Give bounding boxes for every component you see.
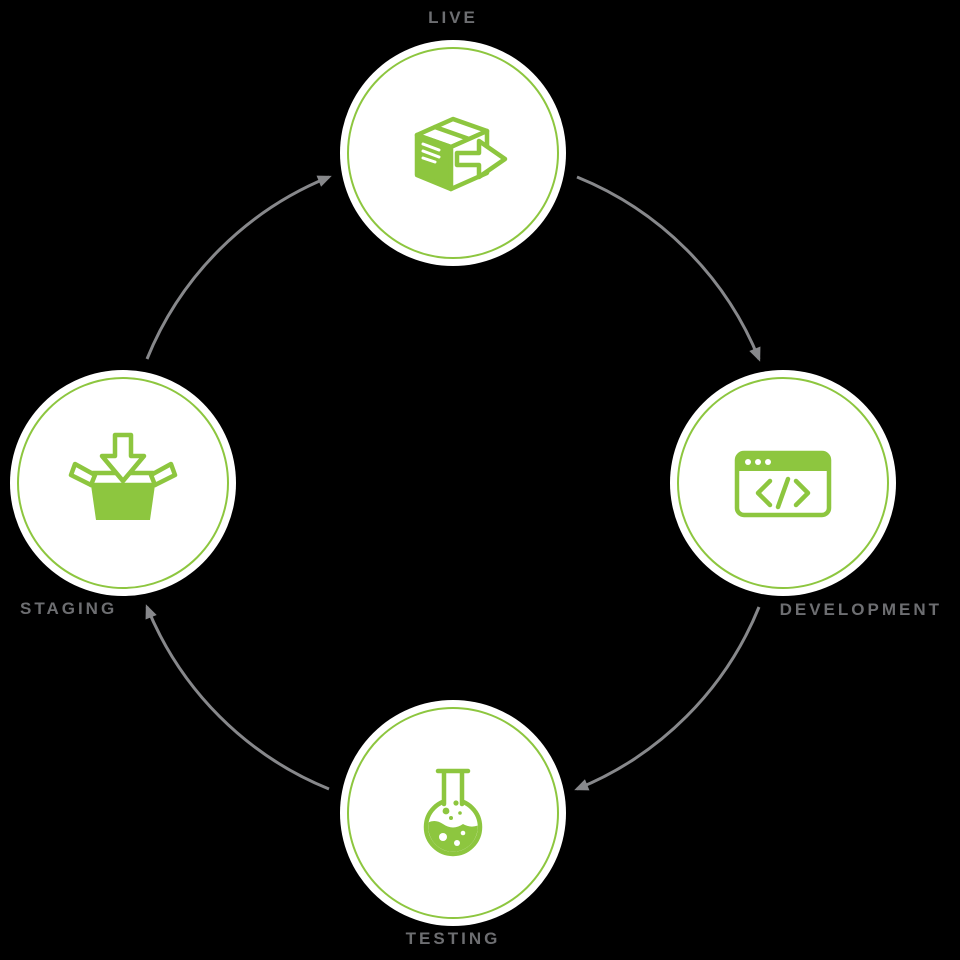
node-label-staging: STAGING [20,599,118,618]
node-label-testing: TESTING [405,929,501,948]
arrow-staging-to-live [145,175,332,360]
flask-icon [423,768,483,857]
arrow-testing-to-staging [145,604,330,791]
package-ship-icon [414,116,508,192]
node-testing [340,700,566,926]
arrow-development-to-testing [574,606,761,791]
node-label-live: LIVE [428,8,478,27]
node-staging [10,370,236,596]
code-window-icon [734,450,832,518]
node-development [670,370,896,596]
open-box-icon [68,432,178,520]
arrow-live-to-development [576,175,761,362]
node-label-development: DEVELOPMENT [779,600,942,619]
node-live [340,40,566,266]
